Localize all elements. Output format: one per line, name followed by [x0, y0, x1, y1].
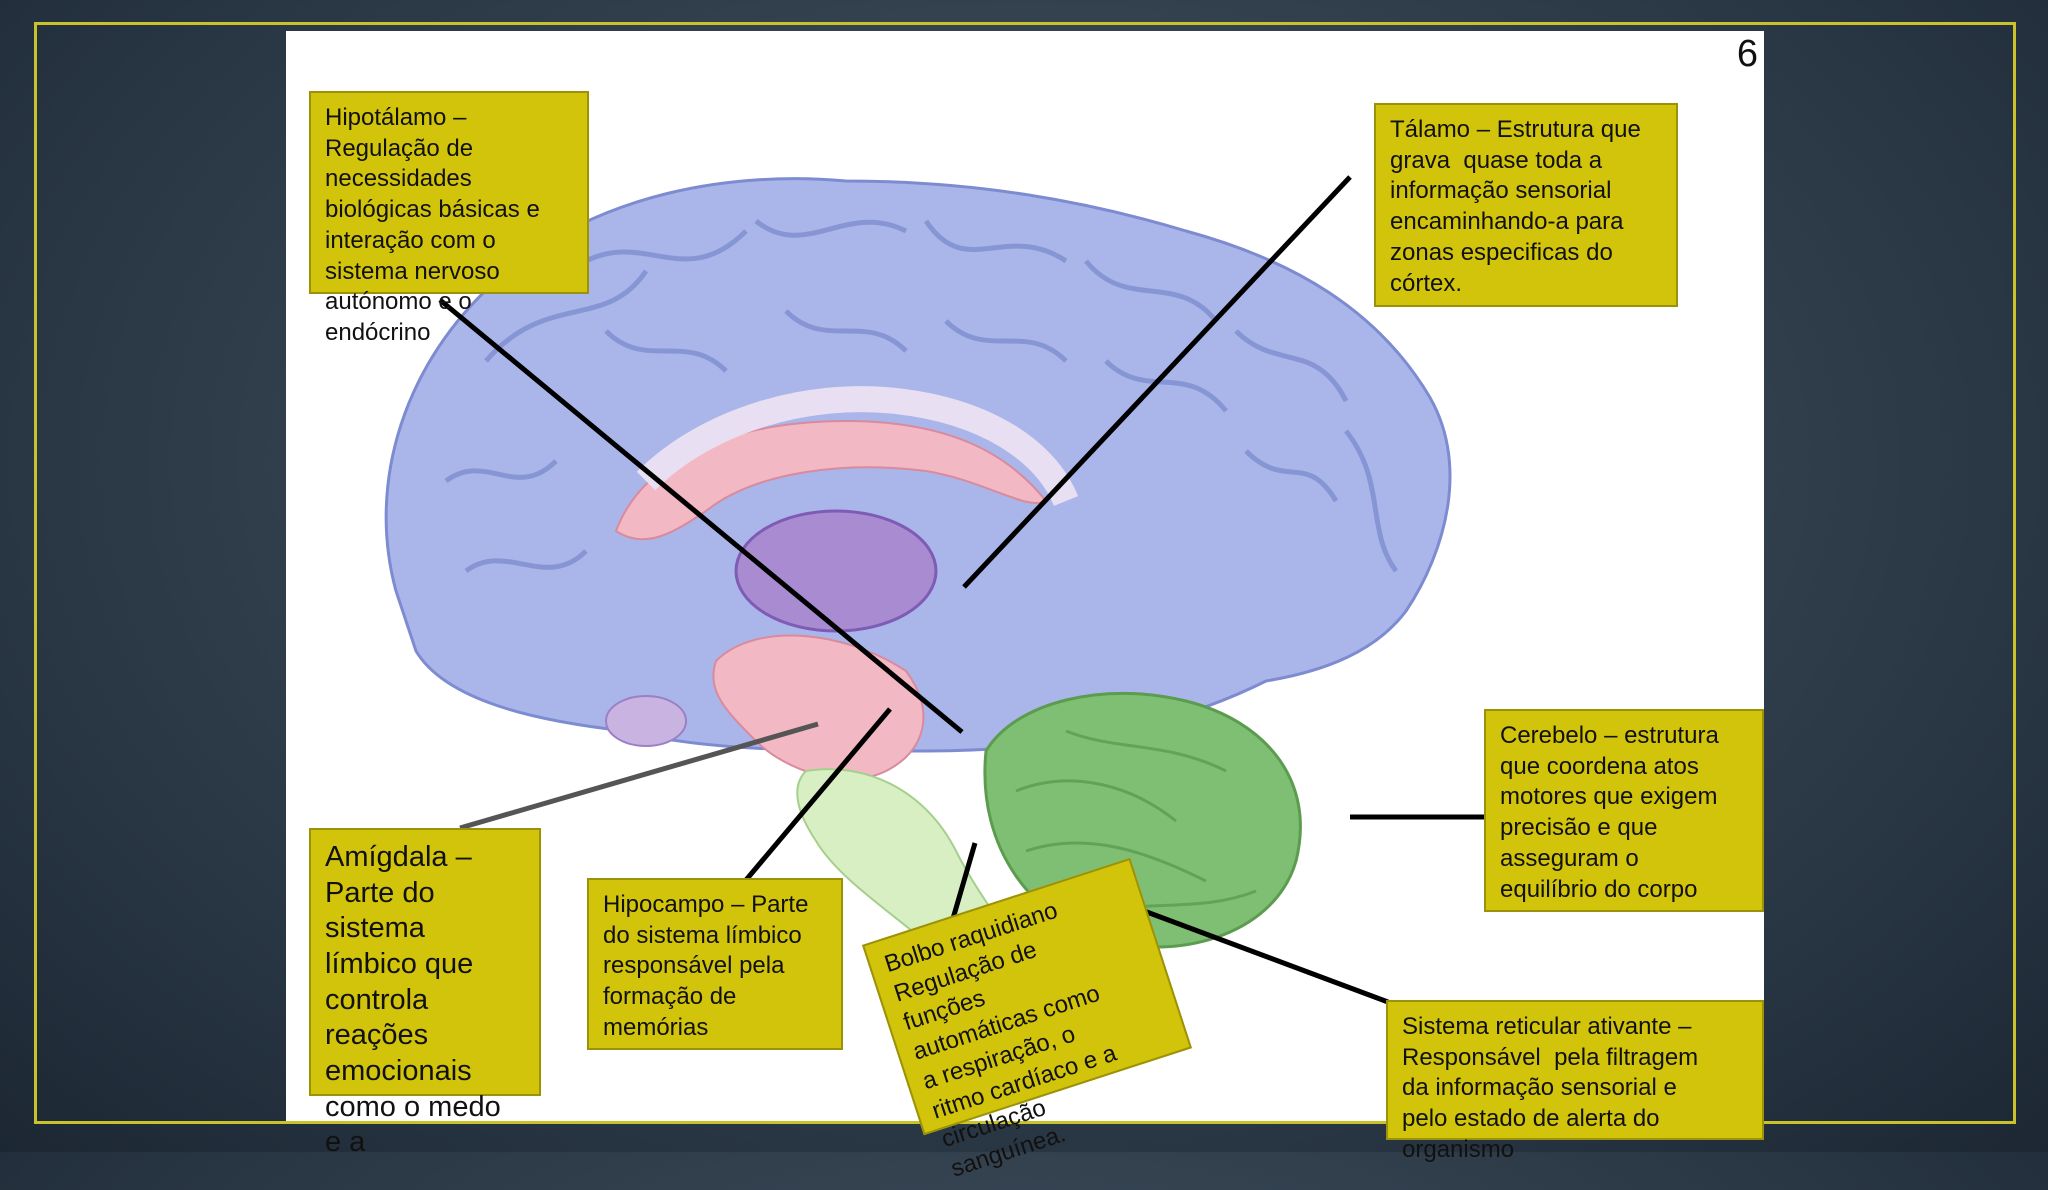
label-cerebelo: Cerebelo – estrutura que coordena atos m…: [1484, 709, 1764, 912]
slide-frame: [34, 22, 2016, 1124]
label-hipotalamo-text: Hipotálamo – Regulação de necessidades b…: [325, 104, 540, 347]
label-hipocampo: Hipocampo – Parte do sistema límbico res…: [587, 878, 843, 1050]
label-talamo: Tálamo – Estrutura que grava quase toda …: [1374, 103, 1678, 307]
label-cerebelo-text: Cerebelo – estrutura que coordena atos m…: [1500, 722, 1719, 903]
label-reticular-text: Sistema reticular ativante – Responsável…: [1402, 1013, 1699, 1163]
label-amigdala-text: Amígdala – Parte do sistema límbico que …: [325, 841, 501, 1159]
page-number: 6: [1736, 33, 1758, 75]
label-amigdala: Amígdala – Parte do sistema límbico que …: [309, 828, 541, 1158]
label-hipotalamo: Hipotálamo – Regulação de necessidades b…: [309, 91, 589, 346]
label-talamo-text: Tálamo – Estrutura que grava quase toda …: [1390, 116, 1641, 297]
label-reticular: Sistema reticular ativante – Responsável…: [1386, 1000, 1764, 1163]
amygdala: [605, 695, 687, 747]
label-hipocampo-text: Hipocampo – Parte do sistema límbico res…: [603, 891, 809, 1041]
thalamus: [734, 509, 938, 633]
